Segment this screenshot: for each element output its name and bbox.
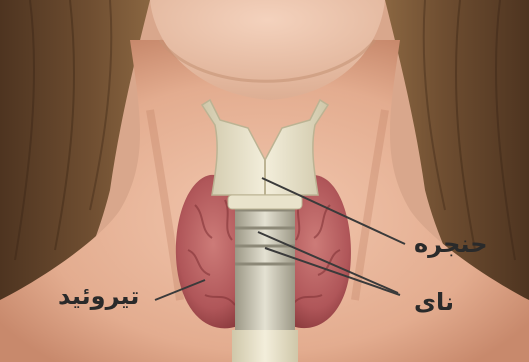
trachea-drawing	[232, 195, 298, 362]
thyroid-label: تیروئید	[58, 284, 139, 308]
trachea-label: نای	[414, 290, 454, 314]
larynx-label: حنجره	[414, 232, 488, 256]
